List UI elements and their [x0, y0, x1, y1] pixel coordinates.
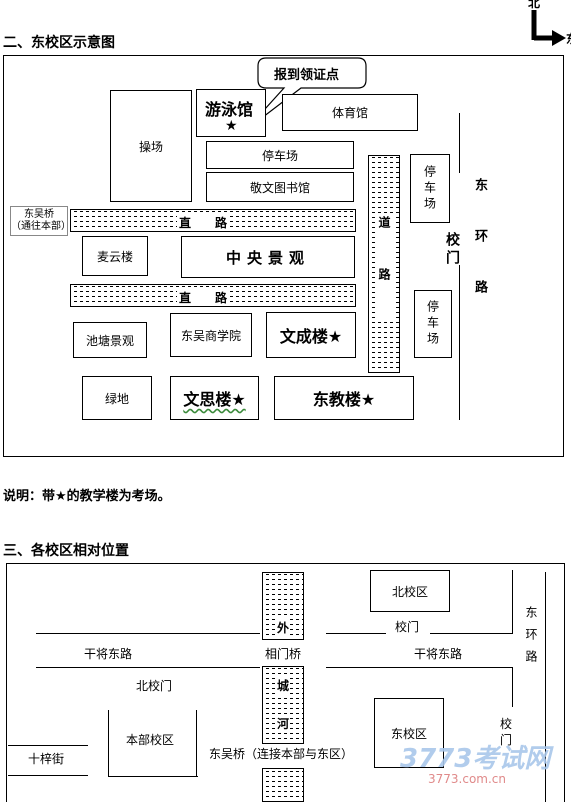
ganjiang-road-bottom-left: [36, 667, 260, 668]
east-ring-road-label: 东环路: [472, 178, 487, 331]
north-campus-gate: 校门: [395, 620, 420, 634]
east-campus-gate-2: 校门: [500, 717, 513, 747]
east-ring-road-line-left-2: [459, 265, 460, 420]
central-landscape: 中央景观: [181, 236, 355, 278]
dongjiao-building: 东教楼★: [274, 376, 414, 420]
gymnasium: 体育馆: [282, 94, 418, 131]
outer-river-bottom: [262, 768, 304, 802]
green-land: 绿地: [82, 376, 152, 420]
playground: 操场: [110, 90, 192, 202]
ganjiang-road-left-label: 干将东路: [84, 647, 133, 661]
dongwu-bridge-label: 东吴桥（连接本部与东区）: [208, 746, 353, 761]
wencheng-building: 文成楼★: [266, 312, 356, 358]
registration-callout: 报到领证点: [226, 55, 376, 135]
east-ring-road-right: [545, 572, 546, 802]
ganjiang-road-top-left: [36, 633, 260, 634]
east-ring-road-left-top: [512, 570, 513, 634]
east-campus-gate: 校门: [444, 232, 460, 268]
ganjiang-road-bottom-right: [326, 667, 512, 668]
main-campus-right-edge: [196, 710, 197, 776]
ganjiang-road-top-mid: [326, 633, 386, 634]
xiangmen-bridge: 相门桥: [264, 646, 301, 661]
east-ring-road-line-left-1: [459, 113, 460, 173]
shizi-street-label: 十梓街: [28, 752, 65, 766]
parking-lot-right-1: 停车场: [410, 154, 450, 223]
shizi-street-top: [8, 745, 88, 746]
outer-river-middle: 城 河: [262, 666, 304, 744]
east-campus: 东校区: [374, 698, 444, 768]
ganjiang-road-top-right: [430, 633, 512, 634]
shizi-street-bottom: [8, 775, 88, 776]
callout-text: 报到领证点: [274, 68, 340, 83]
exam-note: 说明：带★的教学楼为考场。: [3, 489, 171, 504]
north-campus: 北校区: [370, 570, 450, 612]
dongwu-bridge-box: 东吴桥（通往本部）: [10, 206, 71, 236]
business-school: 东吴商学院: [170, 313, 252, 357]
compass-east-label: 东: [566, 30, 571, 47]
library: 敬文图书馆: [206, 172, 354, 202]
maiyun-building: 麦云楼: [82, 236, 148, 276]
watermark-brand: 3773考试网: [400, 744, 551, 774]
callout-bubble-icon: [245, 57, 367, 131]
road-horizontal-2: 直 路: [70, 284, 356, 307]
east-ring-road-left-bottom: [512, 667, 513, 707]
north-gate-label: 北校门: [136, 679, 173, 693]
watermark-url: 3773.com.cn: [428, 772, 506, 786]
wensi-building: 文思楼★: [170, 376, 259, 420]
parking-lot-right-2: 停车场: [414, 290, 452, 358]
main-campus-left-edge: [108, 710, 109, 776]
east-ring-road-label-2: 东环路: [524, 606, 538, 672]
compass: 北 东: [522, 0, 571, 48]
outer-river-top: 外: [262, 572, 304, 640]
ganjiang-road-right-label: 干将东路: [414, 647, 463, 661]
road-horizontal-1: 直 路: [70, 209, 356, 232]
road-vertical: 道路: [368, 155, 400, 373]
section3-title: 三、各校区相对位置: [3, 543, 129, 559]
section2-title: 二、东校区示意图: [3, 35, 115, 51]
swimming-hall: 游泳馆 ★: [196, 89, 266, 137]
compass-arrows-icon: [531, 10, 566, 46]
parking-lot-top: 停车场: [206, 141, 354, 169]
pond-landscape: 池塘景观: [73, 322, 147, 358]
main-campus-bottom-edge: [108, 776, 198, 777]
main-campus-label: 本部校区: [126, 733, 175, 747]
compass-north-label: 北: [528, 0, 541, 10]
